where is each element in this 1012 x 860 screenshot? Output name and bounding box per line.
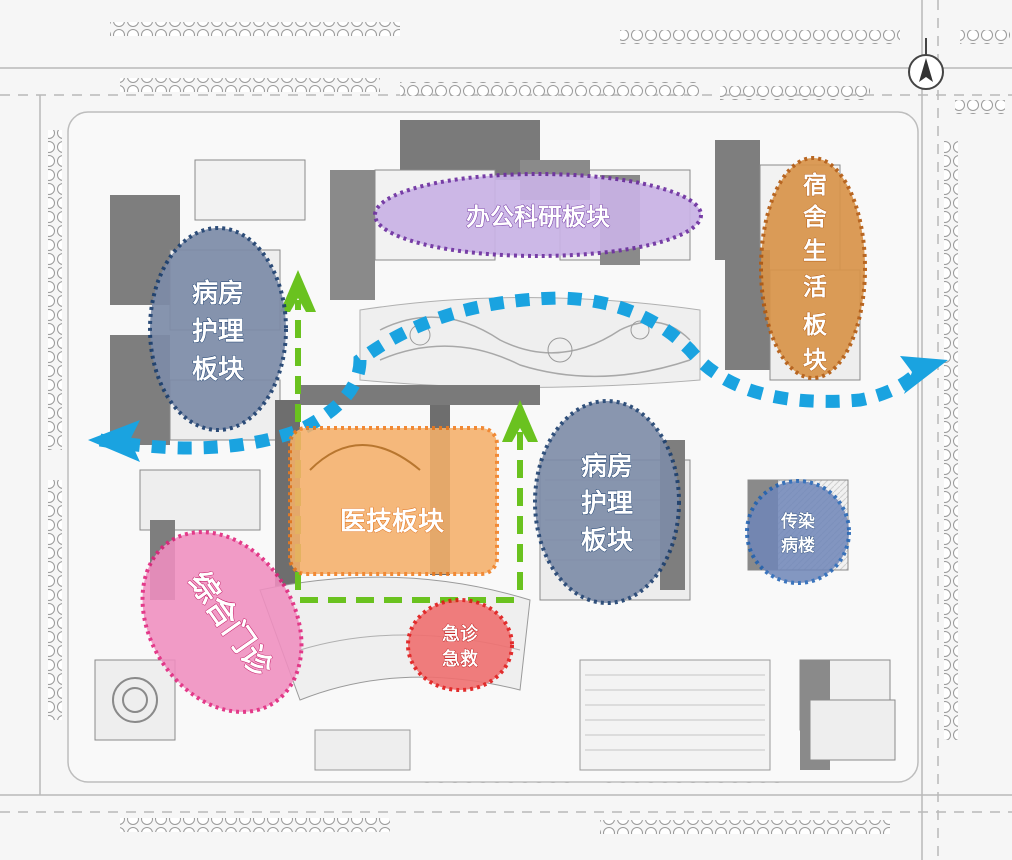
zone-dormitory-label-2: 舍 — [803, 203, 828, 231]
zone-infectious-disease-label-2: 病楼 — [781, 535, 815, 556]
zone-dormitory-label-4: 活 — [803, 273, 827, 301]
zone-dormitory[interactable]: 宿 舍 生 活 板 块 — [761, 158, 865, 378]
zone-ward-left-label-3: 板块 — [192, 355, 244, 385]
zone-emergency-label-1: 急诊 — [442, 623, 479, 645]
zone-dormitory-label-3: 生 — [803, 237, 827, 265]
zone-infectious-disease-label-1: 传染 — [780, 511, 815, 532]
zone-dormitory-label-5: 板 — [803, 311, 828, 339]
zone-ward-right-label-3: 板块 — [581, 526, 633, 556]
zone-office-research-label: 办公科研板块 — [466, 203, 610, 231]
zone-ward-left[interactable]: 病房 护理 板块 — [150, 228, 286, 430]
zone-ward-right-label-1: 病房 — [581, 452, 633, 482]
zone-infectious-disease[interactable]: 传染 病楼 — [747, 481, 849, 583]
zone-ward-right[interactable]: 病房 护理 板块 — [535, 401, 679, 603]
zone-medical-technology[interactable]: 医技板块 — [290, 428, 497, 574]
zone-office-research[interactable]: 办公科研板块 — [375, 174, 701, 256]
zone-ward-left-label-2: 护理 — [192, 317, 244, 347]
zone-ward-left-label-1: 病房 — [192, 279, 244, 309]
zone-dormitory-label-1: 宿 — [803, 171, 827, 199]
zone-dormitory-label-6: 块 — [803, 346, 827, 374]
zone-emergency[interactable]: 急诊 急救 — [408, 600, 512, 690]
zone-emergency-label-2: 急救 — [442, 648, 478, 670]
central-garden — [360, 298, 700, 388]
zone-medical-technology-label: 医技板块 — [340, 507, 444, 537]
zone-ward-right-label-2: 护理 — [581, 489, 633, 519]
